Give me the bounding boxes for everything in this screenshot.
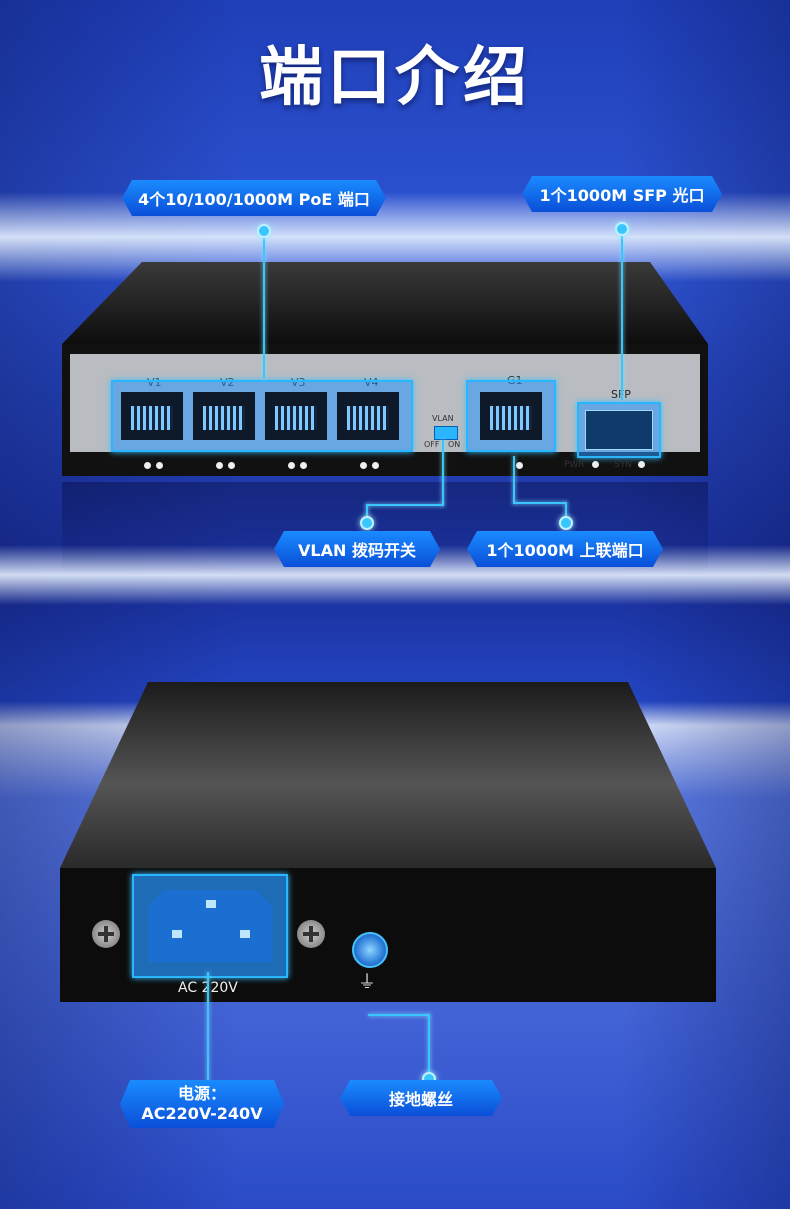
led-v4-a	[360, 462, 367, 469]
rj45-port-v4[interactable]	[337, 392, 399, 440]
rj45-port-v3[interactable]	[265, 392, 327, 440]
ac-socket-inner	[148, 890, 272, 962]
uplink-port-group	[466, 380, 556, 452]
ground-screw[interactable]	[352, 932, 388, 968]
ac-pin-ground	[206, 900, 216, 908]
connector-dot-sfp	[615, 222, 629, 236]
connector-dot-poe	[257, 224, 271, 238]
callout-uplink-port-text: 1个1000M 上联端口	[486, 541, 644, 560]
led-v3-b	[300, 462, 307, 469]
callout-uplink-port: 1个1000M 上联端口	[467, 531, 663, 567]
callout-sfp-port: 1个1000M SFP 光口	[522, 176, 722, 212]
callout-power: 电源： AC220V-240V	[120, 1080, 284, 1128]
connector-ground-vertical	[428, 1014, 430, 1078]
connector-ground-horizontal	[368, 1014, 430, 1016]
vlan-on-label: ON	[448, 440, 461, 449]
sfp-port-label: SFP	[611, 388, 631, 401]
sfp-slot	[585, 410, 653, 450]
callout-vlan-switch: VLAN 拨码开关	[274, 531, 440, 567]
ground-symbol-icon: ⏚	[358, 972, 376, 993]
case-screw-right	[297, 920, 325, 948]
rj45-port-v2[interactable]	[193, 392, 255, 440]
syn-led-label: SYN	[614, 460, 632, 470]
callout-ground-screw-text: 接地螺丝	[388, 1090, 453, 1109]
case-screw-left	[92, 920, 120, 948]
callout-sfp-port-text: 1个1000M SFP 光口	[539, 186, 705, 205]
ac-pin-right	[240, 930, 250, 938]
callout-vlan-switch-text: VLAN 拨码开关	[298, 541, 416, 560]
led-g1	[516, 462, 523, 469]
led-v1-a	[144, 462, 151, 469]
connector-dot-vlan	[360, 516, 374, 530]
sfp-cage[interactable]	[577, 402, 661, 458]
switch-rear-panel: AC 220V ⏚	[60, 868, 716, 1002]
callout-poe-ports-text: 4个10/100/1000M PoE 端口	[138, 190, 370, 209]
callout-power-line1: 电源：	[177, 1084, 226, 1103]
pwr-led-label: PWR	[564, 460, 585, 470]
callout-power-line2: AC220V-240V	[141, 1104, 263, 1123]
syn-led	[638, 461, 645, 468]
vlan-switch-label: VLAN	[432, 414, 454, 423]
connector-uplink-drop	[565, 502, 567, 522]
led-v3-a	[288, 462, 295, 469]
connector-vlan-horizontal	[366, 504, 444, 506]
connector-uplink-vertical	[513, 456, 515, 504]
callout-poe-ports: 4个10/100/1000M PoE 端口	[122, 180, 386, 216]
poe-port-group	[111, 380, 413, 452]
connector-power	[207, 972, 209, 1084]
led-v2-a	[216, 462, 223, 469]
rj45-port-v1[interactable]	[121, 392, 183, 440]
ac-power-socket[interactable]	[132, 874, 288, 978]
led-v4-b	[372, 462, 379, 469]
page-title: 端口介绍	[259, 41, 531, 115]
connector-sfp	[621, 228, 623, 400]
vlan-off-label: OFF	[424, 440, 440, 449]
ac-pin-left	[172, 930, 182, 938]
vlan-dip-switch[interactable]	[434, 426, 458, 440]
switch-rear-top-surface	[60, 682, 716, 868]
connector-dot-uplink	[559, 516, 573, 530]
switch-top-surface	[62, 262, 708, 344]
led-v1-b	[156, 462, 163, 469]
led-v2-b	[228, 462, 235, 469]
pwr-led	[592, 461, 599, 468]
front-faceplate: V1 V2 V3 V4 VLAN OFF ON	[70, 354, 700, 470]
rj45-port-g1[interactable]	[480, 392, 542, 440]
connector-vlan-drop	[366, 504, 368, 522]
connector-vlan-vertical	[442, 440, 444, 506]
switch-front-panel: V1 V2 V3 V4 VLAN OFF ON	[62, 344, 708, 476]
callout-ground-screw: 接地螺丝	[340, 1080, 502, 1116]
connector-poe	[263, 230, 265, 378]
connector-uplink-horizontal	[513, 502, 567, 504]
